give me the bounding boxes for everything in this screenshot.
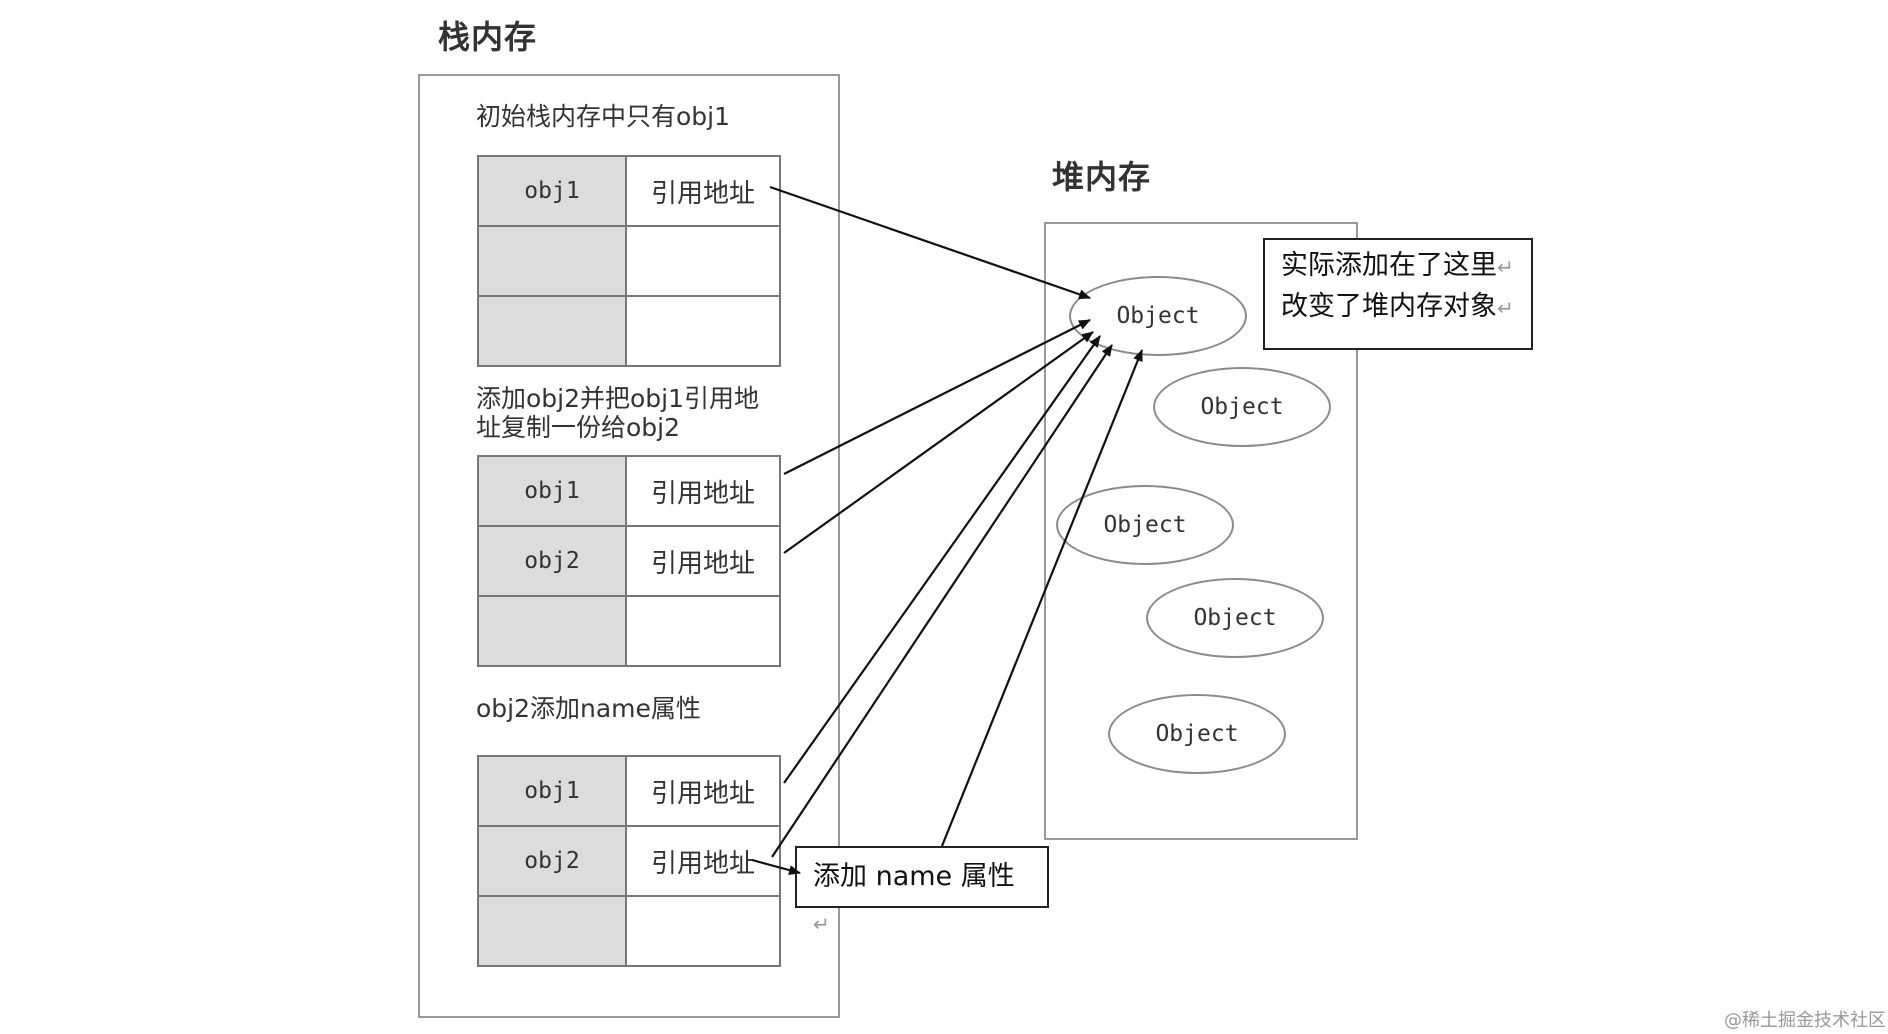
- ref-address-cell: 引用地址: [625, 755, 781, 827]
- name-property-note: 添加 name 属性 ↵: [795, 846, 1049, 936]
- step1-caption: 初始栈内存中只有obj1: [476, 102, 731, 131]
- heap-change-note: 实际添加在了这里↵ 改变了堆内存对象↵: [1263, 238, 1533, 350]
- return-mark-icon: ↵: [1497, 296, 1514, 320]
- ref-address-cell: [625, 595, 781, 667]
- heap-title: 堆内存: [1052, 158, 1152, 196]
- ref-address-cell: 引用地址: [625, 825, 781, 897]
- heap-object: Object: [1146, 578, 1324, 658]
- var-name-cell: obj1: [477, 455, 627, 527]
- heap-object-target: Object: [1069, 276, 1247, 356]
- step2-caption-line2: 址复制一份给obj2: [476, 413, 681, 442]
- ref-address-cell: [625, 895, 781, 967]
- step3-caption: obj2添加name属性: [476, 694, 701, 723]
- var-name-cell: [477, 595, 627, 667]
- var-name-cell: [477, 225, 627, 297]
- return-mark-icon: ↵: [813, 912, 830, 936]
- ref-address-cell: 引用地址: [625, 525, 781, 597]
- watermark: @稀土掘金技术社区: [1724, 1010, 1886, 1031]
- ref-address-cell: 引用地址: [625, 155, 781, 227]
- heap-note-line2: 改变了堆内存对象: [1281, 291, 1497, 322]
- heap-note-line1: 实际添加在了这里: [1281, 250, 1497, 281]
- var-name-cell: obj1: [477, 155, 627, 227]
- heap-object: Object: [1153, 367, 1331, 447]
- heap-object: Object: [1108, 694, 1286, 774]
- ref-address-cell: [625, 225, 781, 297]
- heap-object: Object: [1056, 485, 1234, 565]
- step2-caption: 添加obj2并把obj1引用地 址复制一份给obj2: [476, 384, 759, 442]
- var-name-cell: [477, 295, 627, 367]
- ref-address-cell: 引用地址: [625, 455, 781, 527]
- var-name-cell: obj1: [477, 755, 627, 827]
- stack-title: 栈内存: [438, 18, 538, 56]
- var-name-cell: obj2: [477, 825, 627, 897]
- var-name-cell: [477, 895, 627, 967]
- ref-address-cell: [625, 295, 781, 367]
- var-name-cell: obj2: [477, 525, 627, 597]
- step2-caption-line1: 添加obj2并把obj1引用地: [476, 384, 760, 413]
- return-mark-icon: ↵: [1497, 255, 1514, 279]
- name-note-text: 添加 name 属性: [813, 861, 1015, 892]
